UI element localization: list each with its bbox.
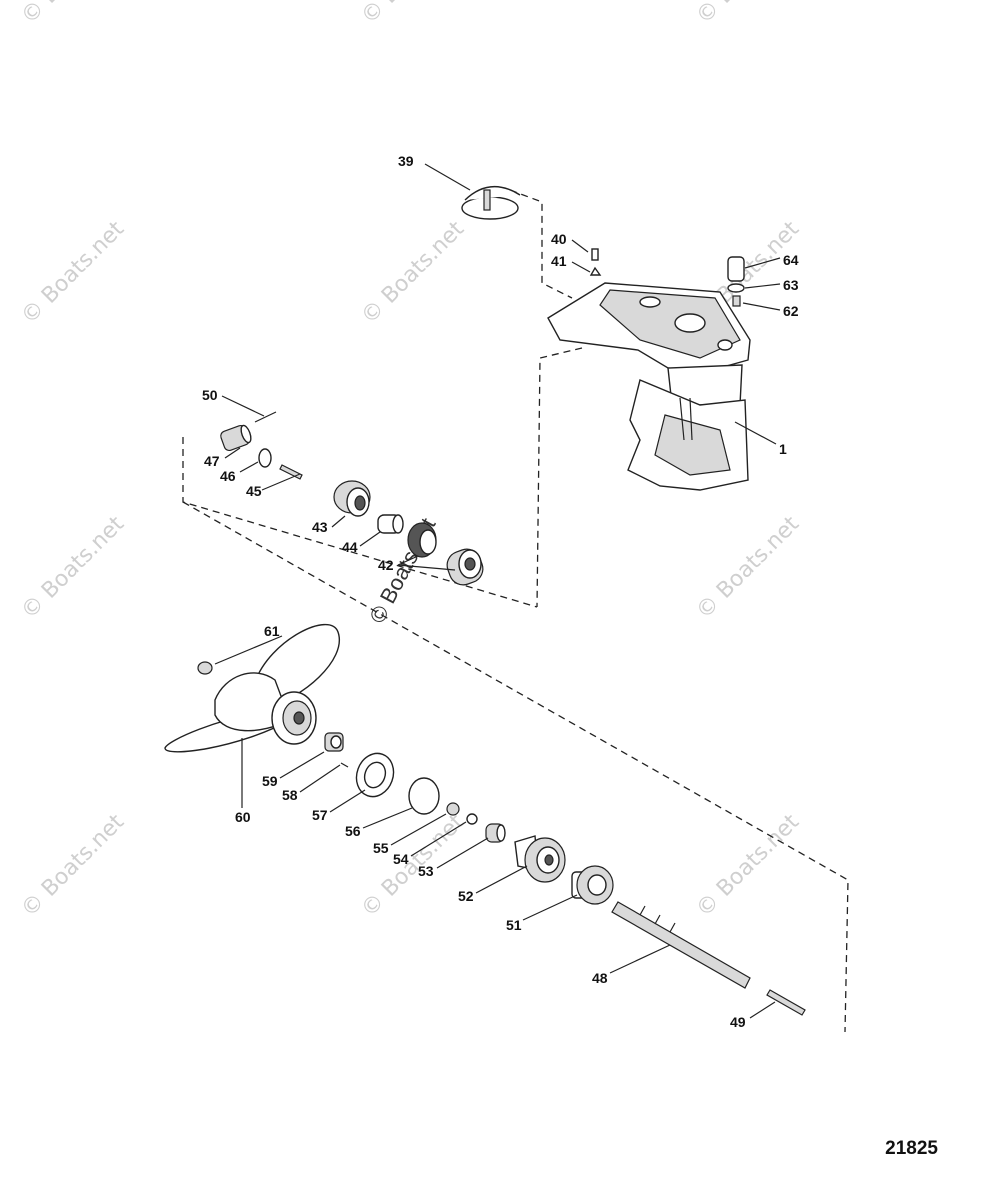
dashed-line-shaft-group: [182, 501, 849, 1033]
callout-54: 54: [393, 851, 409, 867]
callout-43: 43: [312, 519, 328, 535]
callout-45: 45: [246, 483, 262, 499]
part-43: [333, 480, 371, 517]
leader-lines: [214, 163, 781, 1019]
part-56: [408, 777, 440, 815]
part-61: [197, 661, 213, 675]
part-45: [279, 464, 303, 480]
part-42: [407, 522, 484, 586]
watermark: © Boats.net: [357, 809, 470, 922]
watermark: © Boats.net: [357, 216, 470, 329]
watermark: © Boats.net: [17, 0, 130, 29]
callout-49: 49: [730, 1014, 746, 1030]
callout-58: 58: [282, 787, 298, 803]
part-39: [461, 185, 521, 220]
callout-42: 42: [378, 557, 394, 573]
callout-39: 39: [398, 153, 414, 169]
watermark: © Boats.net: [692, 0, 805, 29]
diagram-number: 21825: [885, 1138, 938, 1159]
part-59: [324, 732, 344, 752]
callout-56: 56: [345, 823, 361, 839]
parts-62-64: [727, 256, 745, 307]
callout-46: 46: [220, 468, 236, 484]
part-54: [466, 813, 478, 825]
part-51: [571, 865, 614, 905]
callout-62: 62: [783, 303, 799, 319]
part-49: [766, 989, 806, 1016]
callout-59: 59: [262, 773, 278, 789]
part-58: [340, 762, 349, 768]
gear-housing-part-1: [547, 282, 751, 491]
callout-52: 52: [458, 888, 474, 904]
callout-40: 40: [551, 231, 567, 247]
callout-41: 41: [551, 253, 567, 269]
callout-1: 1: [779, 441, 787, 457]
watermark: © Boats.net: [357, 0, 470, 29]
callout-55: 55: [373, 840, 389, 856]
callout-57: 57: [312, 807, 328, 823]
assembly-dashed-lines: [182, 189, 849, 1033]
part-55: [446, 802, 460, 816]
watermark: © Boats.net: [17, 809, 130, 922]
callout-53: 53: [418, 863, 434, 879]
dashed-line-39: [509, 189, 573, 299]
dashed-line-bearing-group: [182, 437, 538, 608]
part-44: [377, 514, 404, 534]
callout-44: 44: [342, 539, 358, 555]
callout-50: 50: [202, 387, 218, 403]
callout-61: 61: [264, 623, 280, 639]
part-52: [514, 835, 566, 883]
watermark: © Boats.net: [17, 216, 130, 329]
watermark: © Boats.net: [692, 511, 805, 624]
callout-60: 60: [235, 809, 251, 825]
part-53: [485, 823, 506, 843]
part-46: [258, 448, 272, 468]
callout-labels: 39 40 41 64 63 62 1 50 47 46 45 43 44 42…: [202, 153, 799, 1030]
watermark: © Boats.net: [17, 511, 130, 624]
callout-48: 48: [592, 970, 608, 986]
propeller-part-60: [164, 623, 341, 753]
callout-63: 63: [783, 277, 799, 293]
watermark: © Boats.net: [692, 809, 805, 922]
dashed-line-housing-right: [536, 347, 583, 608]
part-47: [220, 424, 252, 452]
callout-47: 47: [204, 453, 220, 469]
callout-64: 64: [783, 252, 799, 268]
part-57: [355, 752, 395, 798]
part-50: [254, 411, 277, 423]
part-40-41: [589, 248, 602, 276]
part-48: [611, 901, 751, 989]
callout-51: 51: [506, 917, 522, 933]
